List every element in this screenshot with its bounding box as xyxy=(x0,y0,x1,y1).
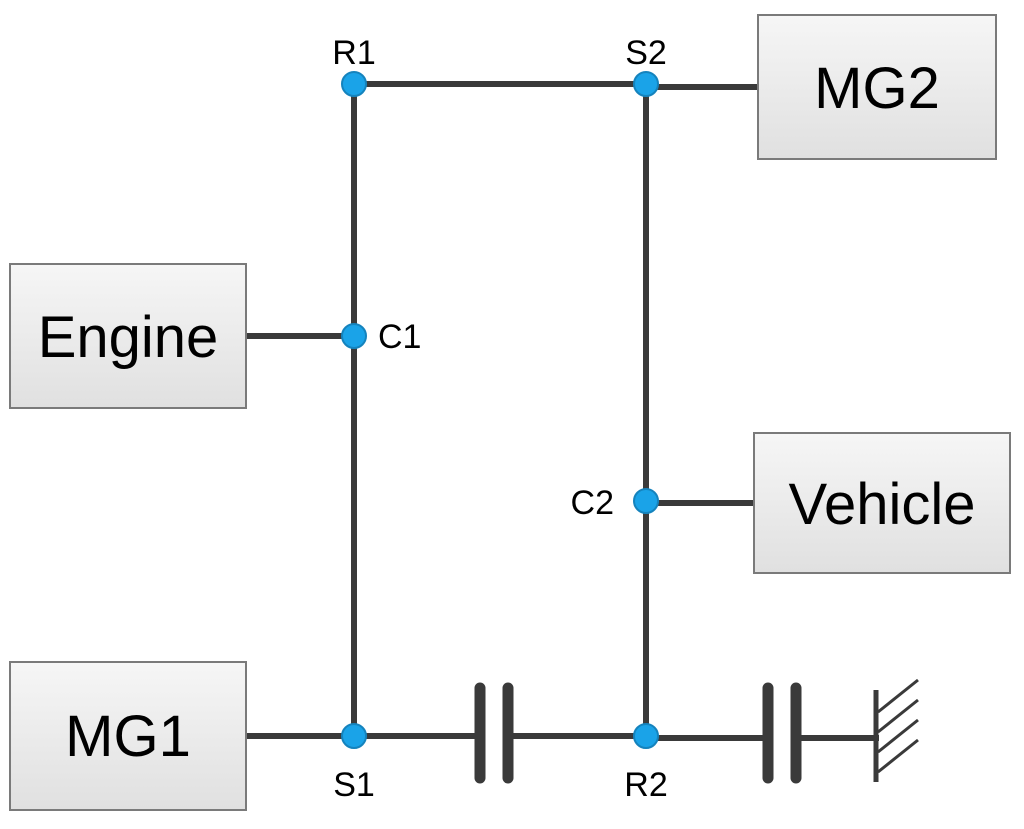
node-c1 xyxy=(341,323,367,349)
node-label-r1: R1 xyxy=(332,34,375,72)
node-label-s1: S1 xyxy=(333,766,375,804)
engine-box: Engine xyxy=(9,263,247,409)
clutch-icon xyxy=(762,682,802,784)
connection-lines xyxy=(245,81,879,741)
node-s2 xyxy=(633,71,659,97)
engine-label: Engine xyxy=(38,305,219,370)
node-s1 xyxy=(341,723,367,749)
node-r1 xyxy=(341,71,367,97)
node-label-c1: C1 xyxy=(378,318,421,356)
node-c2 xyxy=(633,488,659,514)
node-label-s2: S2 xyxy=(625,34,667,72)
node-label-r2: R2 xyxy=(624,766,667,804)
ground-icon xyxy=(873,678,919,782)
clutch-icon xyxy=(474,682,514,784)
mg2-label: MG2 xyxy=(814,56,940,121)
node-r2 xyxy=(633,723,659,749)
node-label-c2: C2 xyxy=(571,484,614,522)
mg1-box: MG1 xyxy=(9,661,247,811)
vehicle-box: Vehicle xyxy=(753,432,1011,574)
mg1-label: MG1 xyxy=(65,704,191,769)
mg2-box: MG2 xyxy=(757,14,997,160)
vehicle-label: Vehicle xyxy=(788,472,975,537)
